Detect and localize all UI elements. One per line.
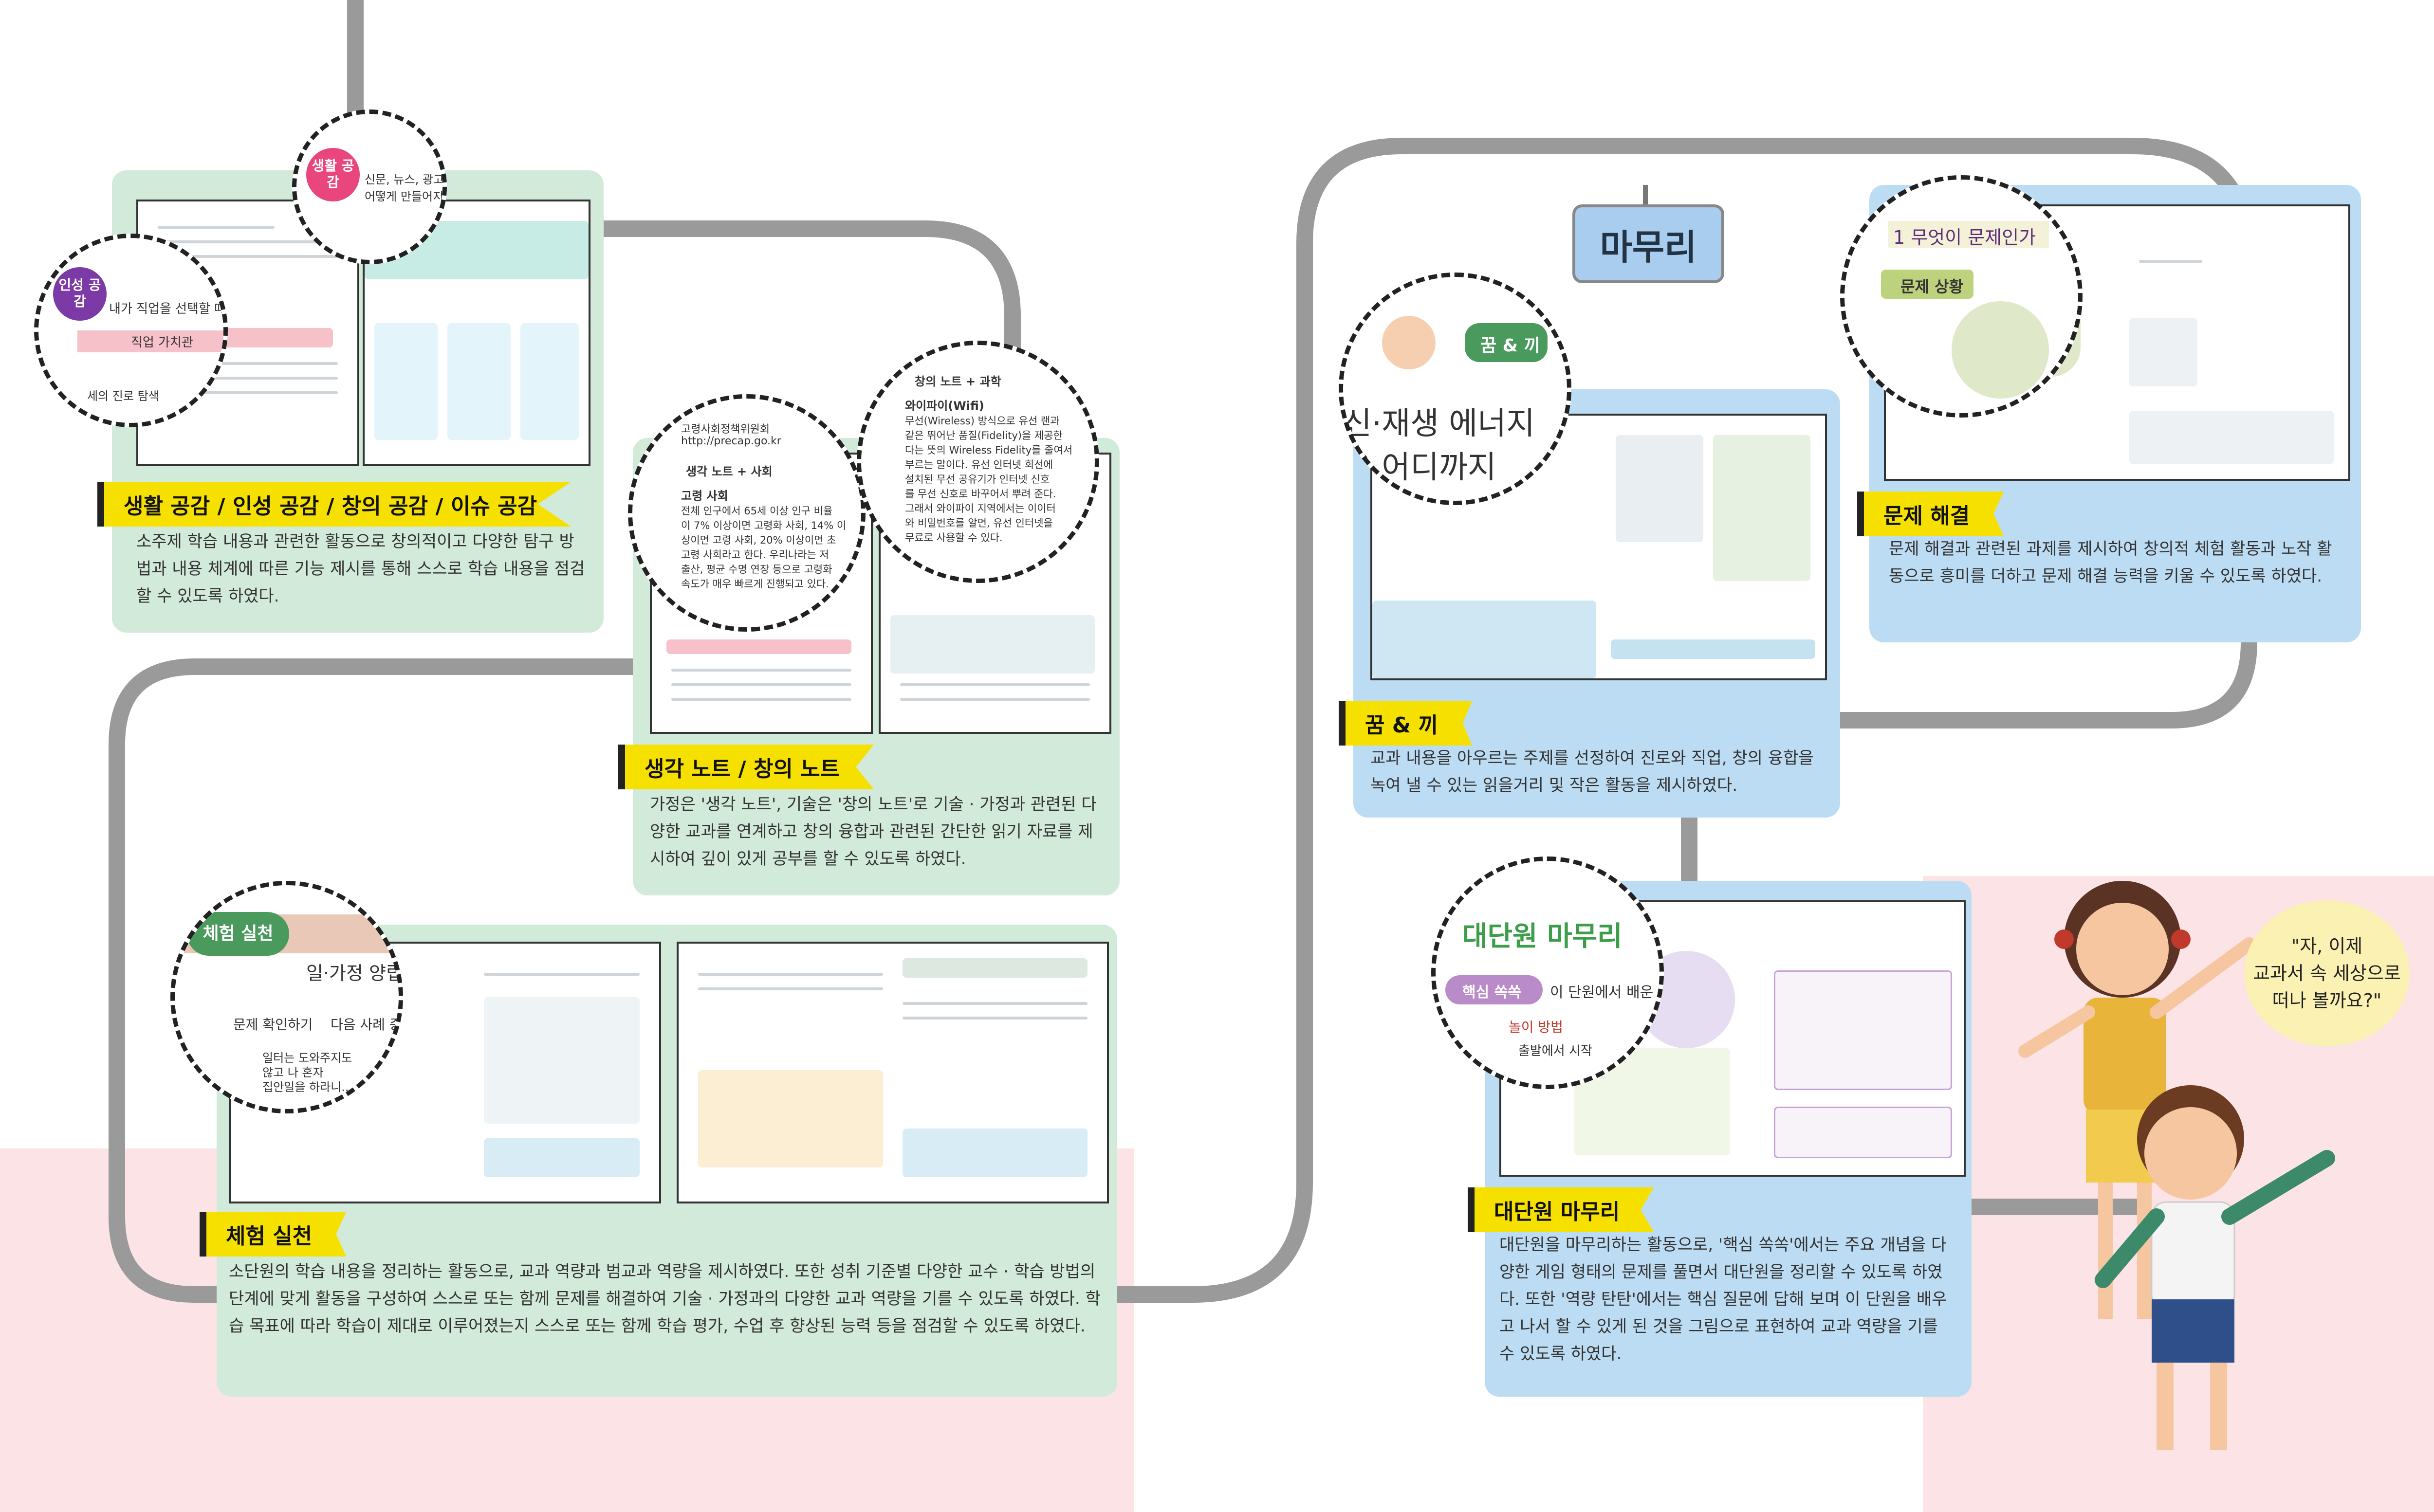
girl-character: [2018, 881, 2256, 1319]
problem-situation-tag: 문제 상황: [1900, 277, 1963, 296]
dream-headline-1: 신·재생 에너지: [1343, 406, 1535, 442]
thinking-note-header: 생각 노트 + 사회: [686, 465, 773, 478]
creative-note-line-7: 그래서 와이파이 지역에서는 이이터: [905, 503, 1056, 514]
dream-headline-2: 은 어디까지: [1343, 450, 1496, 486]
dream-description: 교과 내용을 아우르는 주제를 선정하여 진로와 직업, 창의 융합을 녹여 낼…: [1370, 748, 1814, 795]
creative-note-line-5: 설치된 무선 공유기가 인터넷 신호: [905, 474, 1050, 485]
practice-description: 소단원의 학습 내용을 정리하는 활동으로, 교과 역량과 범교과 역량을 제시…: [229, 1262, 1101, 1336]
problem-zoom: 1 무엇이 문제인가 문제 상황: [1840, 175, 2083, 418]
thinking-note-line-4: 고령 사회라고 한다. 우리나라는 저: [681, 549, 829, 561]
empathy-zoom-life: 생활 공감 신문, 뉴스, 광고 등 우리 어떻게 만들어지는지 알아: [292, 109, 447, 264]
creative-note-line-3: 다는 뜻의 Wireless Fidelity를 줄여서: [905, 444, 1073, 456]
thinking-note-line-1: 전체 인구에서 65세 이상 인구 비율: [681, 505, 833, 517]
character-empathy-text: 내가 직업을 선택할 때 중요한: [109, 302, 226, 316]
notes-description: 가정은 '생각 노트', 기술은 '창의 노트'로 기술 · 가정과 관련된 다…: [650, 795, 1097, 869]
unit-review-intro: 이 단원에서 배운 내: [1550, 984, 1664, 1001]
creative-note-line-6: 를 무선 신호로 바꾸어서 뿌려 준다.: [905, 488, 1056, 500]
problem-description: 문제 해결과 관련된 과제를 제시하여 창의적 체험 활동과 노작 활동으로 흥…: [1889, 539, 2332, 586]
creative-note-line-4: 부르는 말이다. 유선 인터넷 회선에: [905, 459, 1053, 471]
practice-zoom: 체험 실천 일·가정 양립 문제 확인하기 다음 사례 중 일터는 도와주지도 …: [170, 881, 403, 1113]
section-title-sign: 마무리: [1572, 204, 1724, 283]
dream-zoom: 꿈 & 끼 신·재생 에너지 은 어디까지: [1339, 273, 1571, 505]
thinking-note-title: 고령 사회: [681, 489, 728, 503]
empathy-zoom-character: 인성 공감 내가 직업을 선택할 때 중요한 직업 가치관 세의 진로 탐색: [34, 234, 228, 427]
thinking-note-url: http://precap.go.kr: [681, 435, 781, 447]
creative-note-header: 창의 노트 + 과학: [915, 375, 1001, 388]
dream-badge-text: 꿈 & 끼: [1480, 336, 1540, 356]
life-empathy-text-1: 신문, 뉴스, 광고 등 우리: [365, 173, 444, 186]
practice-speech-line-3: 집안일을 하라니...: [262, 1080, 353, 1094]
life-empathy-badge: 생활 공감: [306, 148, 360, 201]
creative-note-line-8: 와 비밀번호를 알면, 유선 인터넷을: [905, 517, 1053, 529]
life-empathy-text-2: 어떻게 만들어지는지 알아: [365, 190, 444, 203]
core-concept-tag: 핵심 쏙쏙: [1462, 984, 1521, 1001]
problem-zoom-heading: 1 무엇이 문제인가: [1893, 227, 2036, 248]
creative-note-line-9: 무료로 사용할 수 있다.: [905, 532, 1003, 544]
notes-zoom-thinking: 고령사회정책위원회 http://precap.go.kr 생각 노트 + 사회…: [628, 394, 866, 632]
creative-note-title: 와이파이(Wifi): [905, 399, 984, 413]
practice-label: 체험 실천: [200, 1212, 347, 1257]
dream-label: 꿈 & 끼: [1339, 701, 1472, 746]
thinking-note-line-6: 속도가 매우 빠르게 진행되고 있다.: [681, 578, 829, 590]
problem-label: 문제 해결: [1857, 492, 2004, 536]
speech-bubble: "자, 이제 교과서 속 세상으로 떠나 볼까요?": [2244, 900, 2410, 1046]
game-start-text: 출발에서 시작: [1518, 1044, 1592, 1058]
empathy-description: 소주제 학습 내용과 관련한 활동으로 창의적이고 다양한 탐구 방법과 내용 …: [136, 532, 585, 606]
job-values-heading: 직업 가치관: [131, 335, 193, 350]
practice-page-right: [677, 942, 1109, 1203]
unit-review-zoom: 대단원 마무리 핵심 쏙쏙 이 단원에서 배운 내 놀이 방법 출발에서 시작: [1431, 856, 1664, 1089]
notes-zoom-creative: 창의 노트 + 과학 와이파이(Wifi) 무선(Wireless) 방식으로 …: [857, 341, 1099, 583]
practice-case-text: 다음 사례 중: [331, 1017, 402, 1033]
unit-review-description: 대단원을 마무리하는 활동으로, '핵심 쏙쏙'에서는 주요 개념을 다양한 게…: [1499, 1235, 1947, 1364]
thinking-note-line-2: 이 7% 이상이면 고령화 사회, 14% 이: [681, 520, 847, 531]
empathy-label: 생활 공감 / 인성 공감 / 창의 공감 / 이슈 공감: [97, 482, 572, 527]
creative-note-line-1: 무선(Wireless) 방식으로 유선 랜과: [905, 415, 1060, 427]
practice-speech-line-2: 않고 나 혼자: [262, 1066, 324, 1079]
students-illustration: [2018, 881, 2335, 1450]
boy-character: [2095, 1085, 2335, 1450]
notes-label: 생각 노트 / 창의 노트: [618, 745, 874, 789]
unit-review-label: 대단원 마무리: [1468, 1187, 1654, 1232]
practice-badge: 체험 실천: [187, 912, 289, 956]
game-method-tag: 놀이 방법: [1509, 1019, 1563, 1035]
practice-topic-title: 일·가정 양립: [306, 963, 403, 984]
thinking-note-line-3: 상이면 고령 사회, 20% 이상이면 초: [681, 534, 836, 546]
career-exploration-text: 세의 진로 탐색: [87, 389, 159, 403]
problem-check-step: 문제 확인하기: [233, 1017, 313, 1033]
unit-review-zoom-title: 대단원 마무리: [1462, 921, 1623, 952]
creative-note-line-2: 같은 뛰어난 품질(Fidelity)을 제공한: [905, 430, 1063, 441]
thinking-note-site-name: 고령사회정책위원회: [681, 423, 770, 436]
character-empathy-badge: 인성 공감: [53, 267, 107, 321]
practice-speech-line-1: 일터는 도와주지도: [262, 1051, 352, 1065]
thinking-note-line-5: 출산, 평균 수명 연장 등으로 고령화: [681, 564, 832, 575]
